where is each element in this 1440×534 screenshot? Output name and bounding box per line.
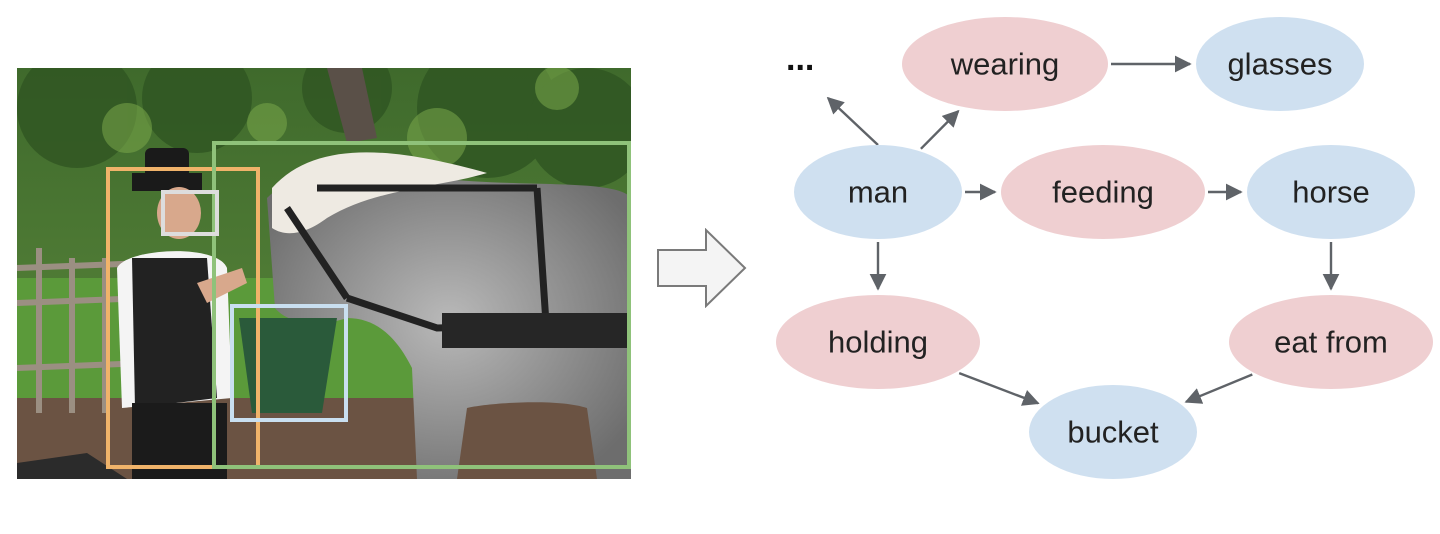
node-horse-shape: [1247, 145, 1415, 239]
node-glasses: glasses: [1196, 17, 1364, 111]
scene-photo-drawing: [17, 68, 631, 479]
edge-eat_from-to-bucket: [1184, 373, 1253, 404]
node-wearing: wearing: [902, 17, 1108, 111]
tree-trunk: [327, 68, 377, 143]
cart-foreground: [17, 453, 127, 479]
horse-figure: [267, 152, 631, 479]
edge-holding-to-bucket: [958, 371, 1040, 406]
node-feeding-label: feeding: [1052, 175, 1154, 210]
node-holding: holding: [776, 295, 980, 389]
node-holding-shape: [776, 295, 980, 389]
man-figure: [117, 148, 247, 479]
bounding-box-horse: [212, 141, 631, 469]
node-man: man: [794, 145, 962, 239]
node-eat-from-label: eat from: [1274, 325, 1388, 360]
right-arrow-icon: [657, 228, 747, 308]
bounding-box-glasses: [161, 190, 219, 236]
node-bucket-shape: [1029, 385, 1197, 479]
node-bucket-label: bucket: [1067, 415, 1159, 450]
node-wearing-label: wearing: [950, 47, 1060, 82]
edge-man-to-ellipsis: [826, 96, 879, 146]
node-bucket: bucket: [1029, 385, 1197, 479]
ellipsis-label: ...: [786, 40, 814, 78]
node-horse: horse: [1247, 145, 1415, 239]
scene-photo: [17, 68, 631, 479]
node-wearing-shape: [902, 17, 1108, 111]
graph-edges: [826, 55, 1340, 406]
tree-highlights: [102, 68, 579, 168]
bounding-box-man: [106, 167, 260, 469]
node-man-label: man: [848, 175, 908, 210]
node-eat-from-shape: [1229, 295, 1433, 389]
edge-man-to-wearing: [920, 109, 960, 150]
graph-nodes: wearing glasses man feeding horse holding eat …: [776, 17, 1433, 479]
bucket-figure: [239, 318, 337, 413]
node-glasses-shape: [1196, 17, 1364, 111]
node-horse-label: horse: [1292, 175, 1370, 210]
node-holding-label: holding: [828, 325, 928, 360]
node-feeding: feeding: [1001, 145, 1205, 239]
node-eat-from: eat from: [1229, 295, 1433, 389]
node-feeding-shape: [1001, 145, 1205, 239]
node-glasses-label: glasses: [1227, 47, 1332, 82]
bounding-box-bucket: [230, 304, 348, 422]
node-man-shape: [794, 145, 962, 239]
